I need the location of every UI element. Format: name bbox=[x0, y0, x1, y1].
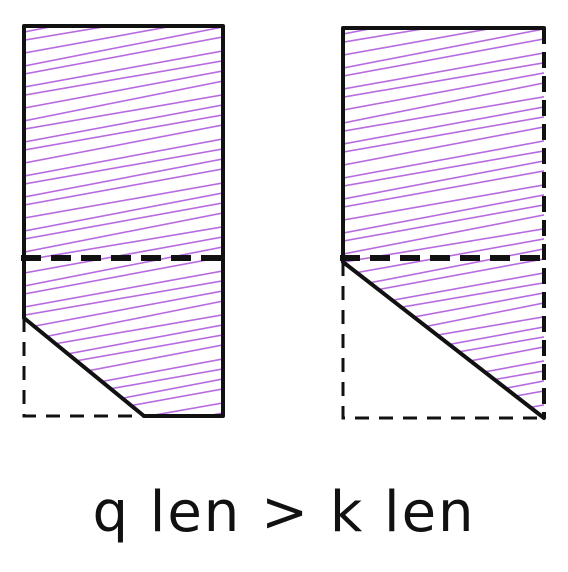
hatch-stroke bbox=[24, 299, 223, 343]
hatch-stroke bbox=[24, 279, 223, 317]
hatch-stroke bbox=[343, 369, 544, 408]
hatch-stroke bbox=[24, 323, 223, 364]
hatch-stroke bbox=[24, 245, 223, 288]
hatch-stroke bbox=[24, 201, 223, 241]
hatch-stroke bbox=[24, 35, 223, 76]
hatch-stroke bbox=[19, 0, 228, 12]
right-mask-diagonal bbox=[341, 260, 546, 420]
hatch-stroke bbox=[343, 281, 544, 319]
hatch-stroke bbox=[24, 167, 223, 207]
hatch-stroke bbox=[24, 181, 223, 220]
hatch-stroke bbox=[343, 61, 544, 99]
hatch-stroke bbox=[343, 193, 544, 235]
hatch-stroke bbox=[343, 203, 544, 243]
hatch-stroke bbox=[24, 103, 223, 144]
hatch-stroke bbox=[343, 139, 544, 180]
hatch-stroke bbox=[24, 137, 223, 178]
hatch-stroke bbox=[24, 211, 223, 254]
hatch-stroke bbox=[343, 359, 544, 400]
hatch-stroke bbox=[24, 157, 223, 199]
hatch-stroke bbox=[343, 125, 544, 167]
left-hatch-fill bbox=[19, 0, 228, 473]
hatch-stroke bbox=[343, 403, 544, 418]
hatch-stroke bbox=[343, 37, 544, 78]
caption-text: q len > k len bbox=[92, 480, 476, 545]
hatch-stroke bbox=[343, 183, 544, 222]
hatch-stroke bbox=[19, 422, 228, 460]
right-masked-region-outline bbox=[341, 262, 544, 420]
left-panel-outline bbox=[22, 24, 225, 418]
hatch-stroke bbox=[343, 115, 544, 154]
hatch-stroke bbox=[338, 0, 549, 22]
hatch-stroke bbox=[343, 169, 544, 209]
hatch-stroke bbox=[343, 95, 544, 133]
hatch-stroke bbox=[24, 69, 223, 110]
hatch-stroke bbox=[343, 81, 544, 125]
hatch-stroke bbox=[24, 123, 223, 165]
hatch-stroke bbox=[24, 26, 223, 68]
hatch-stroke bbox=[24, 26, 223, 55]
hatch-stroke bbox=[19, 0, 228, 20]
hatch-stroke bbox=[343, 247, 544, 290]
hatch-stroke bbox=[343, 291, 544, 332]
hatch-stroke bbox=[24, 191, 223, 233]
hatch-stroke bbox=[343, 51, 544, 91]
hatch-stroke bbox=[19, 432, 228, 473]
hatch-stroke bbox=[343, 325, 544, 366]
left-masked-region-outline bbox=[22, 318, 144, 418]
hatch-stroke bbox=[24, 59, 223, 97]
hatch-stroke bbox=[343, 28, 544, 57]
hatch-stroke bbox=[343, 379, 544, 418]
hatch-stroke bbox=[338, 424, 549, 462]
hatch-stroke bbox=[343, 315, 544, 353]
hatch-stroke bbox=[24, 269, 223, 309]
right-panel-outline bbox=[341, 26, 546, 264]
hatch-stroke bbox=[24, 255, 223, 296]
hatch-stroke bbox=[343, 149, 544, 188]
hatch-stroke bbox=[343, 213, 544, 256]
hatch-stroke bbox=[24, 79, 223, 123]
hatch-stroke bbox=[24, 401, 223, 416]
hatch-stroke bbox=[343, 71, 544, 112]
hatch-stroke bbox=[343, 28, 544, 70]
hatch-stroke bbox=[24, 49, 223, 89]
hatch-stroke bbox=[338, 0, 549, 1]
hatch-stroke bbox=[24, 147, 223, 186]
left-panel bbox=[19, 0, 228, 473]
right-panel bbox=[338, 0, 549, 462]
hatch-stroke bbox=[24, 113, 223, 152]
hatch-stroke bbox=[343, 413, 544, 418]
hatch-stroke bbox=[24, 93, 223, 131]
hatch-stroke bbox=[24, 289, 223, 330]
hatch-stroke bbox=[338, 0, 549, 14]
hatch-stroke bbox=[343, 159, 544, 201]
hatch-stroke bbox=[24, 26, 223, 42]
hatch-stroke bbox=[24, 26, 223, 34]
hatch-stroke bbox=[343, 105, 544, 146]
hatch-stroke bbox=[343, 28, 544, 44]
hatch-stroke bbox=[24, 313, 223, 351]
right-hatch-fill bbox=[338, 0, 549, 462]
